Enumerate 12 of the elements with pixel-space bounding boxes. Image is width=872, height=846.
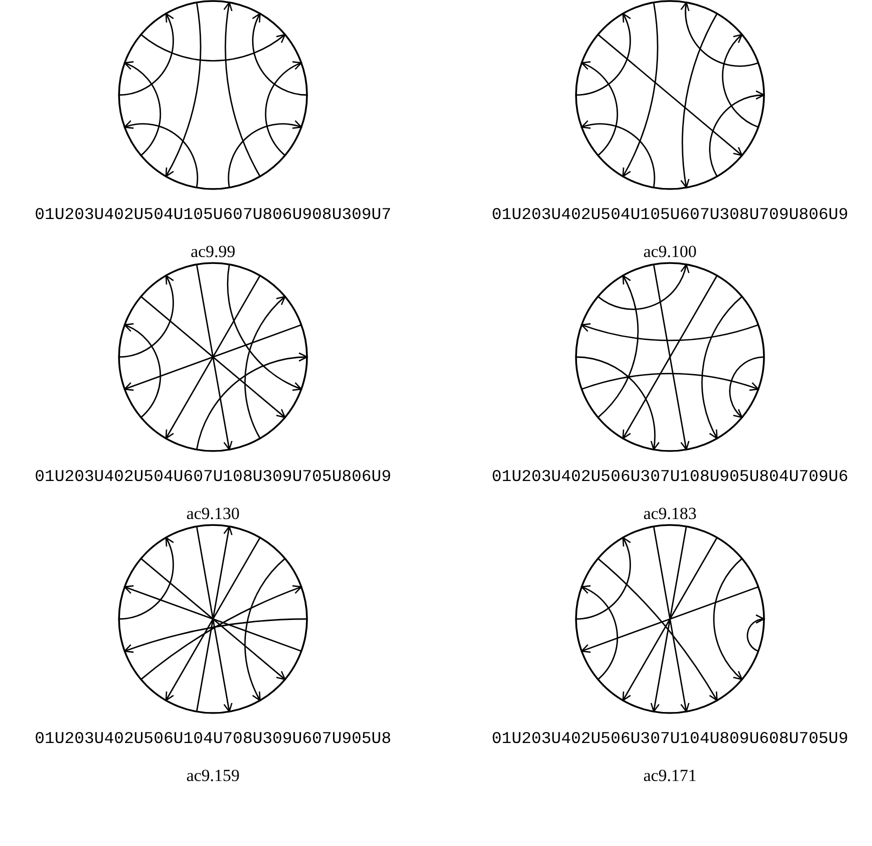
diagram-name: ac9.99 <box>190 242 236 262</box>
diagram-name: ac9.130 <box>186 504 240 524</box>
diagram-name: ac9.183 <box>643 504 697 524</box>
diagram-name: ac9.100 <box>643 242 697 262</box>
code-string: 01U203U402U504U607U108U309U705U806U9 <box>34 467 392 487</box>
code-string: 01U203U402U506U104U708U309U607U905U8 <box>34 729 392 749</box>
code-string: 01U203U402U506U307U108U905U804U709U6 <box>492 467 848 487</box>
code-string: 01U203U402U504U105U607U806U908U309U7 <box>34 205 392 225</box>
code-string: 01U203U402U504U105U607U308U709U806U9 <box>492 205 848 225</box>
diagram-name: ac9.159 <box>186 766 240 786</box>
diagram-name: ac9.171 <box>643 766 697 786</box>
code-string: 01U203U402U506U307U104U809U608U705U9 <box>492 729 848 749</box>
